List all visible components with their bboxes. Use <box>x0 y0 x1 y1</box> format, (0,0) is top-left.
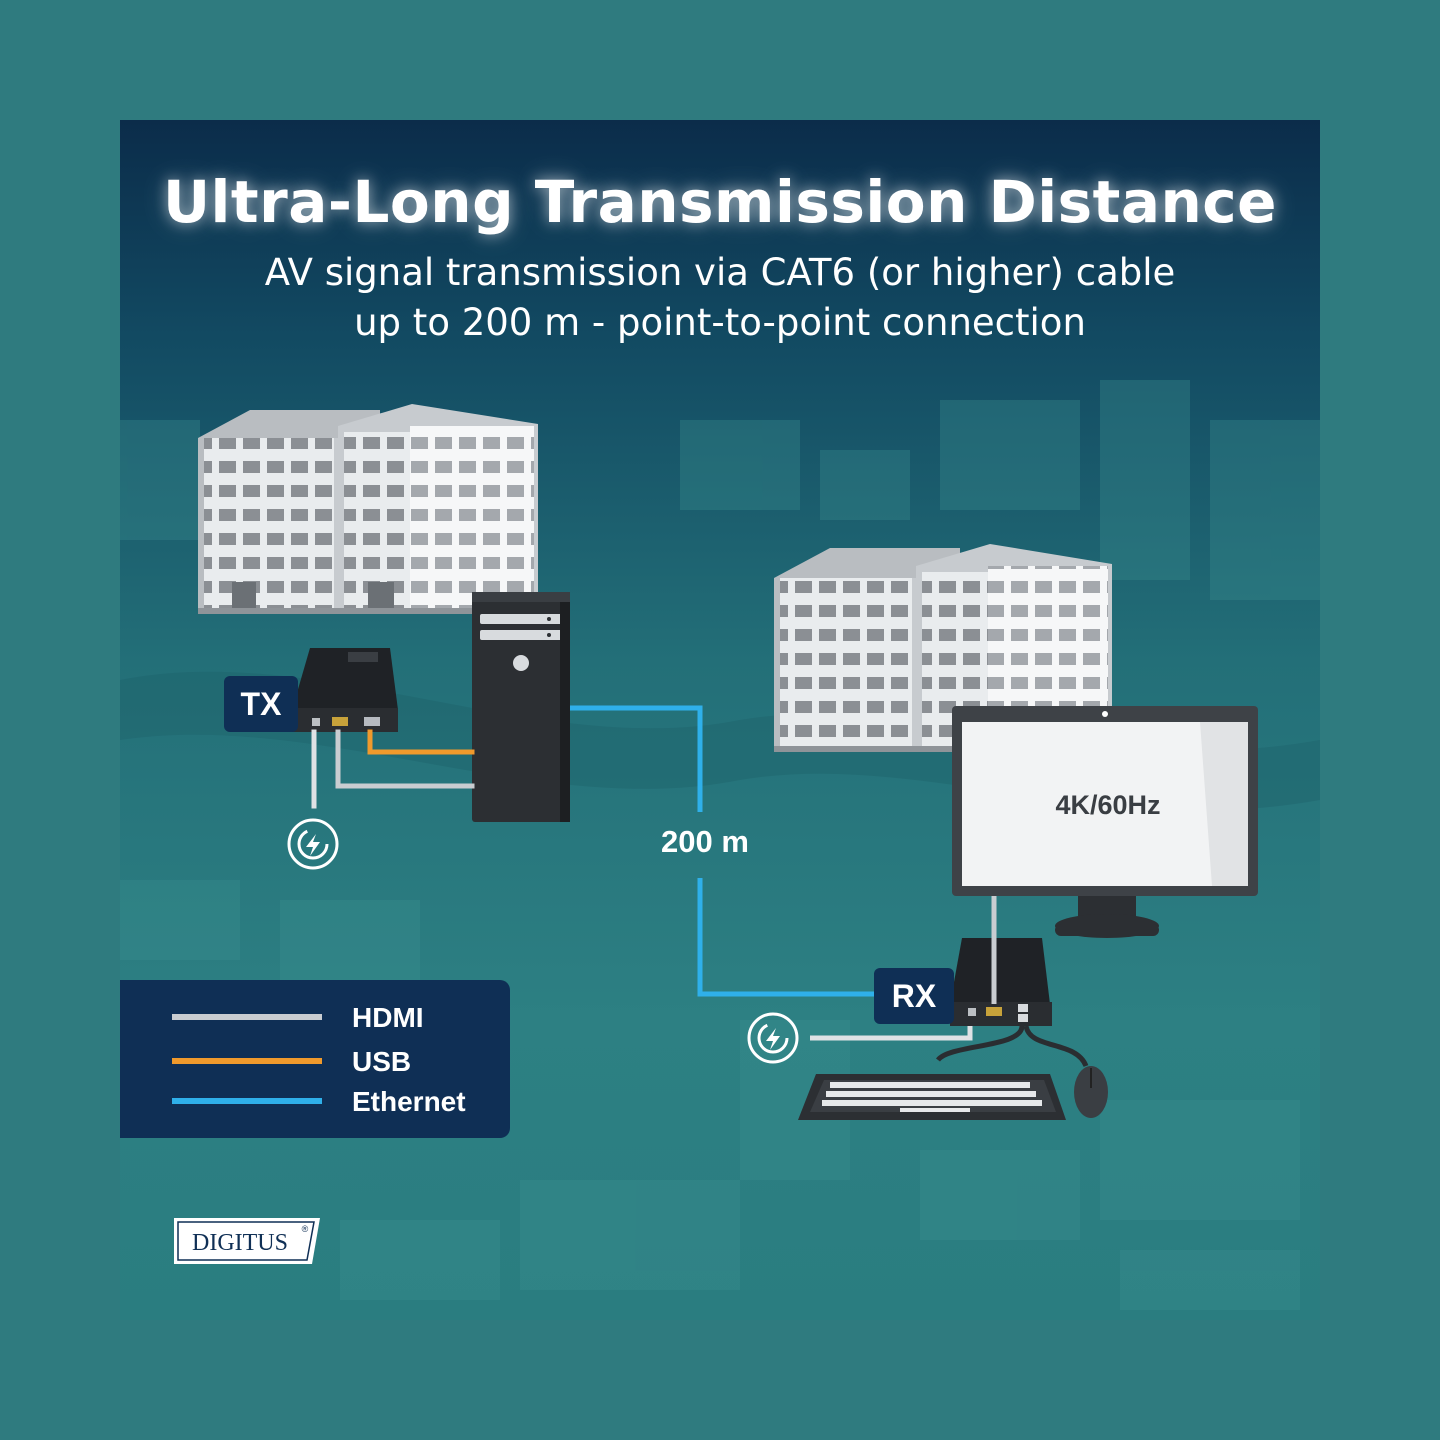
power-icon <box>747 1012 799 1064</box>
distance-label: 200 m <box>661 824 749 859</box>
legend-label: HDMI <box>352 1002 424 1033</box>
ethernet-cable-lower <box>697 878 880 997</box>
legend-label: Ethernet <box>352 1086 466 1117</box>
office-building-icon <box>198 404 538 614</box>
digitus-logo: DIGITUS ® <box>174 1218 320 1264</box>
legend-swatch-ethernet <box>172 1098 322 1104</box>
extender-box-icon <box>292 648 398 732</box>
mouse-icon <box>1074 1066 1108 1118</box>
legend-item-usb: USB <box>172 1042 502 1082</box>
tx-cables <box>311 729 475 809</box>
legend-item-hdmi: HDMI <box>172 998 502 1038</box>
legend-swatch-usb <box>172 1058 322 1064</box>
monitor-icon: 4K/60Hz <box>952 706 1258 938</box>
logo-text: DIGITUS <box>192 1230 288 1256</box>
legend-swatch-hdmi <box>172 1014 322 1020</box>
subtitle-line-2: up to 200 m - point-to-point connection <box>354 301 1086 344</box>
cable-legend: HDMI USB Ethernet <box>120 980 510 1138</box>
legend-label: USB <box>352 1046 412 1077</box>
subtitle-line-1: AV signal transmission via CAT6 (or high… <box>264 251 1176 294</box>
connection-diagram: 4K/60Hz <box>198 404 1258 1120</box>
power-icon <box>287 818 339 870</box>
infographic-panel: Ultra-Long Transmission Distance AV sign… <box>120 120 1320 1320</box>
legend-item-ethernet: Ethernet <box>172 1082 502 1122</box>
rx-cables <box>810 896 1089 1068</box>
rx-label: RX <box>874 968 954 1024</box>
ethernet-cable <box>570 705 703 812</box>
monitor-resolution-text: 4K/60Hz <box>1055 790 1160 820</box>
extender-box-icon <box>950 938 1052 1026</box>
logo-registered-mark: ® <box>302 1224 309 1234</box>
page-subtitle: AV signal transmission via CAT6 (or high… <box>120 248 1320 348</box>
keyboard-icon <box>798 1074 1066 1120</box>
pc-tower-icon <box>472 592 570 822</box>
page-title: Ultra-Long Transmission Distance <box>162 168 1278 236</box>
tx-label: TX <box>224 676 298 732</box>
